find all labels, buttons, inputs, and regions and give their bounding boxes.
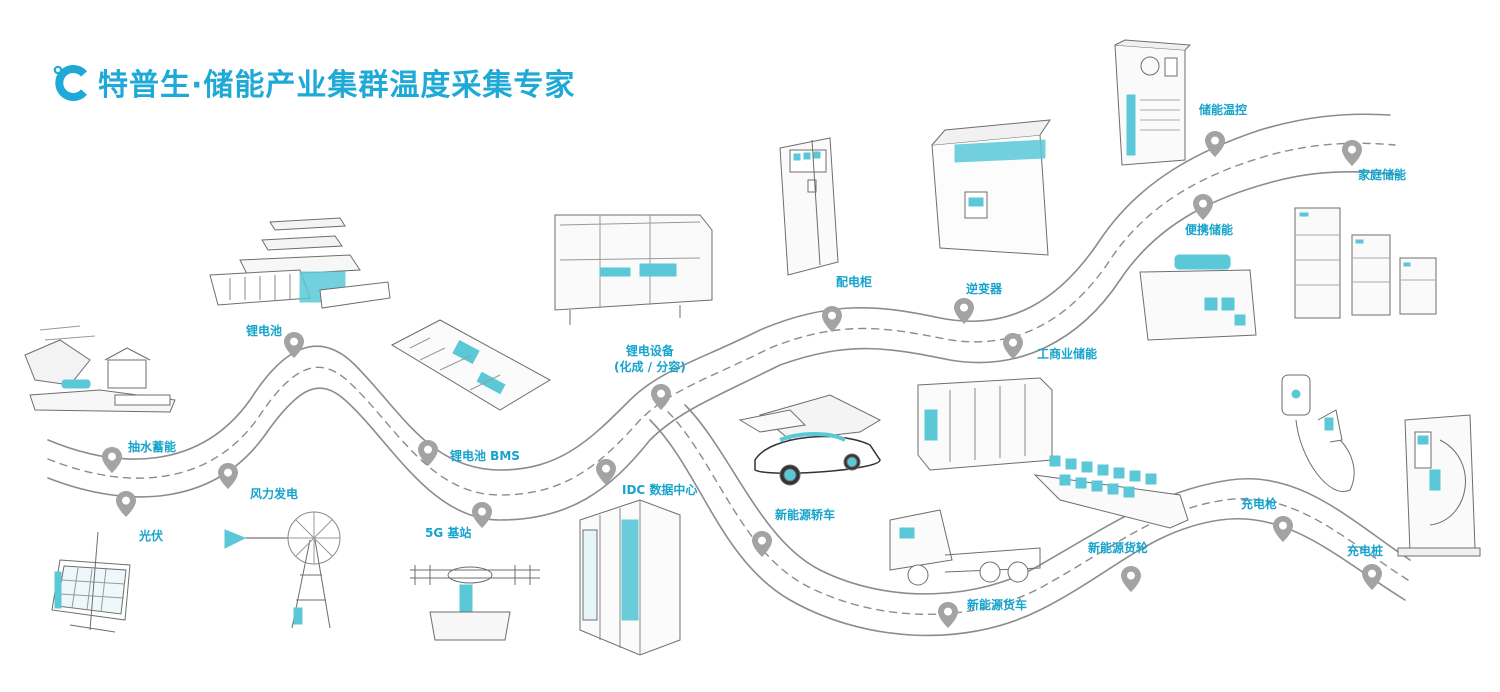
label-idc-center: IDC 数据中心 bbox=[622, 483, 698, 497]
map-pin-icon bbox=[1003, 333, 1023, 359]
5g-station-illustration bbox=[410, 565, 540, 641]
page-title: 特普生·储能产业集群温度采集专家 bbox=[98, 68, 576, 103]
label-battery-equipment-sub: (化成 / 分容) bbox=[614, 360, 686, 374]
pumped-storage-illustration bbox=[24, 325, 176, 413]
wind-power-illustration bbox=[224, 511, 341, 629]
header: 特普生·储能产业集群温度采集专家 bbox=[52, 60, 575, 104]
map-pin-icon bbox=[116, 491, 136, 517]
distribution-cabinet-illustration bbox=[779, 137, 839, 276]
label-battery-bms: 锂电池 BMS bbox=[450, 449, 520, 463]
label-ev-car: 新能源轿车 bbox=[775, 508, 836, 522]
ci-storage-illustration bbox=[917, 377, 1053, 471]
map-pin-icon bbox=[418, 440, 438, 466]
ev-car-illustration bbox=[738, 394, 882, 486]
label-charging-gun: 充电枪 bbox=[1241, 497, 1278, 511]
battery-equipment-illustration bbox=[554, 214, 713, 325]
label-photovoltaic: 光伏 bbox=[139, 529, 164, 543]
map-pin-icon bbox=[1342, 140, 1362, 166]
label-ci-storage: 工商业储能 bbox=[1037, 347, 1098, 361]
storage-temp-control-illustration bbox=[1114, 39, 1192, 166]
map-pin-icon bbox=[651, 384, 671, 410]
label-home-storage: 家庭储能 bbox=[1358, 168, 1407, 182]
map-pin-icon bbox=[938, 602, 958, 628]
label-battery-equipment: 锂电设备 (化成 / 分容) bbox=[614, 343, 686, 375]
idc-center-illustration bbox=[579, 499, 681, 656]
map-pin-icon bbox=[596, 459, 616, 485]
inverter-illustration bbox=[931, 119, 1051, 256]
map-pin-icon bbox=[1193, 194, 1213, 220]
map-pin-icon bbox=[102, 447, 122, 473]
label-battery-equipment-main: 锂电设备 bbox=[625, 344, 674, 358]
road bbox=[47, 113, 1411, 637]
label-5g-station: 5G 基站 bbox=[425, 526, 472, 540]
map-pin-icon bbox=[472, 502, 492, 528]
label-storage-temp-control: 储能温控 bbox=[1199, 103, 1248, 117]
label-inverter: 逆变器 bbox=[966, 282, 1003, 296]
map-pin-icon bbox=[752, 531, 772, 557]
label-pumped-storage: 抽水蓄能 bbox=[128, 440, 177, 454]
label-cargo-ship: 新能源货轮 bbox=[1088, 541, 1149, 555]
map-pin-icon bbox=[822, 306, 842, 332]
charging-gun-illustration bbox=[1281, 374, 1355, 493]
label-distribution-cabinet: 配电柜 bbox=[836, 275, 873, 289]
lithium-battery-illustration bbox=[209, 217, 391, 309]
map-pin-icon bbox=[1205, 131, 1225, 157]
photovoltaic-illustration bbox=[51, 531, 131, 633]
map-pin-icon bbox=[1121, 566, 1141, 592]
label-lithium-battery: 锂电池 bbox=[246, 324, 283, 338]
cargo-ship-illustration bbox=[1033, 455, 1189, 529]
charging-pile-illustration bbox=[1397, 414, 1481, 557]
map-pin-icon bbox=[1273, 516, 1293, 542]
label-ev-truck: 新能源货车 bbox=[967, 598, 1028, 612]
map-pin-icon bbox=[284, 332, 304, 358]
home-storage-illustration bbox=[1294, 207, 1437, 319]
map-pin-icon bbox=[954, 298, 974, 324]
label-wind-power: 风力发电 bbox=[250, 487, 299, 501]
portable-storage-illustration bbox=[1139, 254, 1257, 341]
ev-truck-illustration bbox=[889, 509, 1041, 586]
c-degree-logo-icon bbox=[53, 65, 88, 101]
map-pin-icon bbox=[218, 463, 238, 489]
label-portable-storage: 便携储能 bbox=[1185, 223, 1234, 237]
label-charging-pile: 充电桩 bbox=[1347, 544, 1384, 558]
battery-bms-illustration bbox=[390, 319, 552, 411]
map-pin-icon bbox=[1362, 564, 1382, 590]
